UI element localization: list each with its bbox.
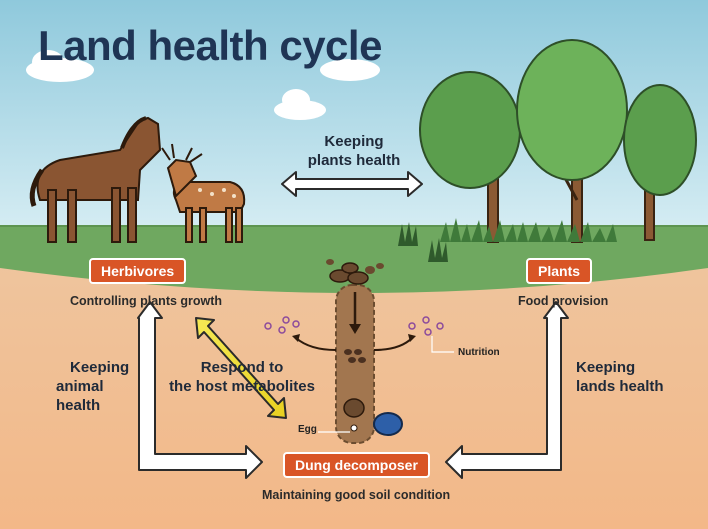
animal-health-label-line1: Keeping (70, 359, 130, 376)
animal-health-arrow (137, 301, 263, 479)
cloud-middle (274, 89, 326, 120)
beetle-icon (373, 412, 403, 436)
plants-health-arrow (281, 171, 423, 197)
plants-health-label-line2: plants health (307, 152, 401, 169)
cloud-left (26, 50, 94, 82)
lands-health-label-line2: lands health (576, 378, 664, 395)
animal-health-label-line2: animal health (56, 378, 104, 414)
metabolites-label: Respond to the host metabolites (164, 358, 320, 396)
dung-burrow (326, 259, 403, 444)
metabolites-label-line2: the host metabolites (169, 378, 315, 395)
trees (419, 39, 697, 243)
cloud-right (320, 59, 380, 81)
plants-caption: Food provision (518, 294, 609, 308)
lands-health-arrow (445, 301, 569, 479)
plants-node: Plants (526, 258, 593, 284)
plants-health-label-line1: Keeping (324, 133, 384, 150)
egg-label: Egg (298, 424, 317, 435)
page-title: Land health cycle (38, 22, 382, 69)
herbivores-caption: Controlling plants growth (70, 294, 223, 308)
lands-health-label-line1: Keeping (576, 359, 636, 376)
dung-decomposer-caption: Maintaining good soil condition (262, 488, 451, 502)
herbivores-node: Herbivores (89, 258, 187, 284)
horse-illustration (29, 116, 162, 243)
grass-tufts (398, 222, 448, 262)
metabolites-label-line1: Respond to (200, 359, 284, 376)
metabolites-arrow (195, 317, 287, 419)
deer-illustration (161, 143, 246, 243)
nutrition-label: Nutrition (458, 347, 500, 358)
plants-health-label: Keeping plants health (300, 132, 408, 170)
dung-decomposer-node: Dung decomposer (283, 452, 430, 478)
lands-health-label: Keeping lands health (576, 358, 672, 396)
animal-health-label: Keeping animal health (56, 358, 146, 415)
